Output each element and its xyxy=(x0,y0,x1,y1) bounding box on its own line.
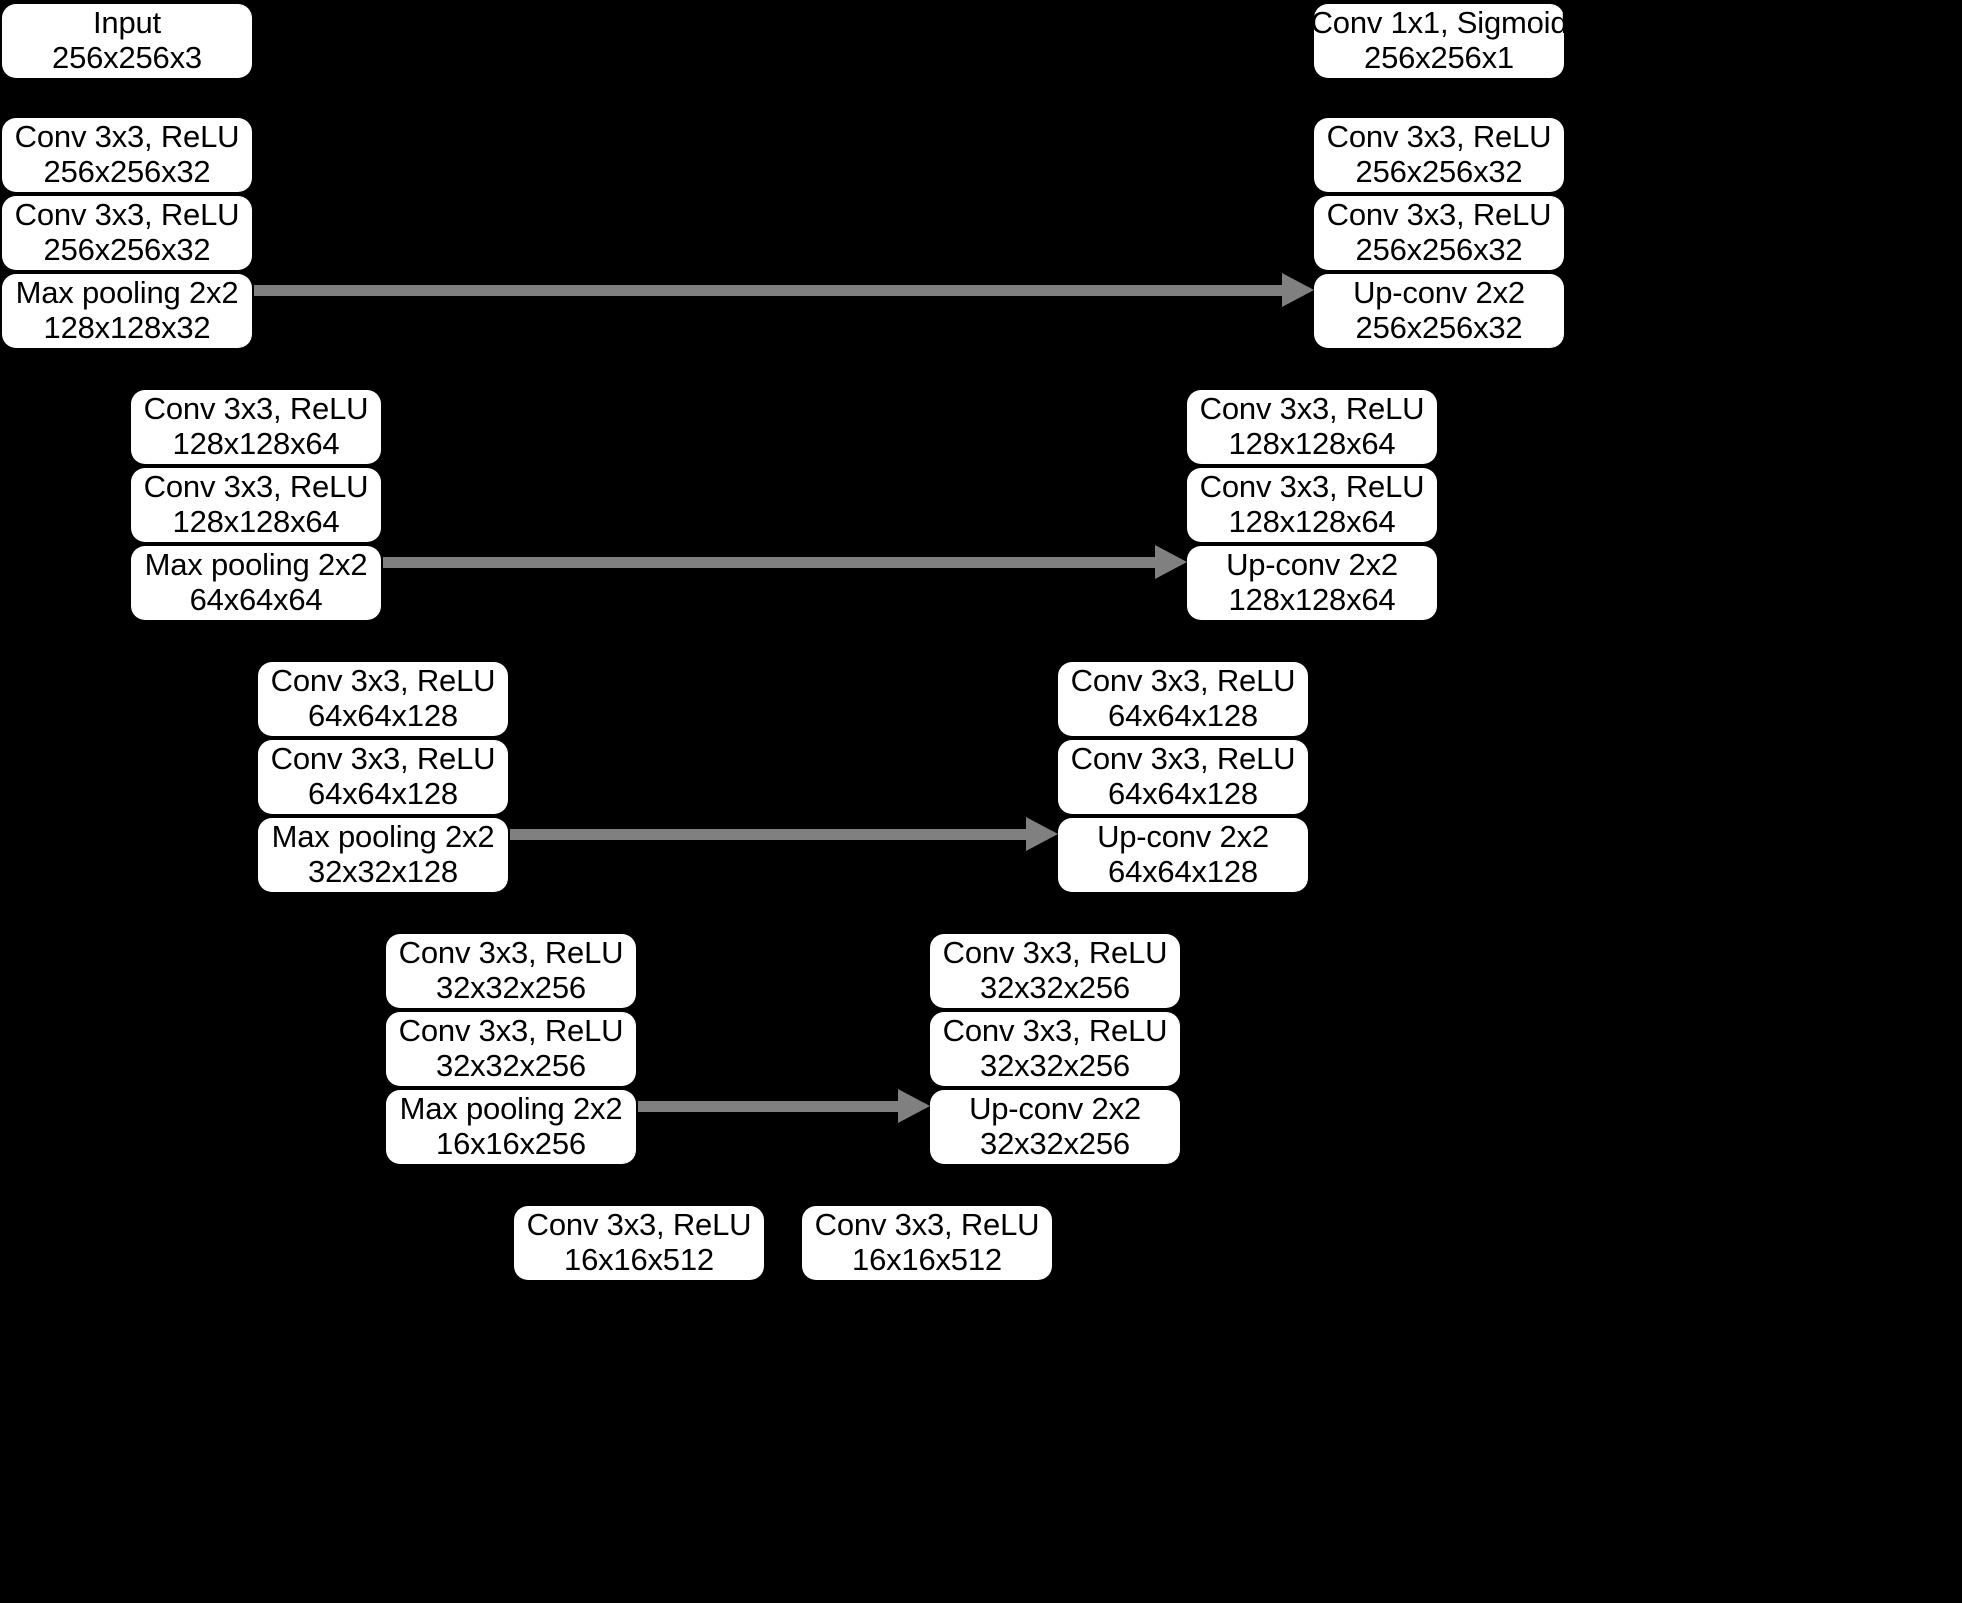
node-enc4-conv1-line2: 32x32x256 xyxy=(436,970,586,1005)
node-dec2-conv1[interactable]: Conv 3x3, ReLU 128x128x64 xyxy=(1187,390,1437,464)
node-dec2-upconv[interactable]: Up-conv 2x2 128x128x64 xyxy=(1187,546,1437,620)
node-enc1-conv2[interactable]: Conv 3x3, ReLU 256x256x32 xyxy=(2,196,252,270)
skip-arrow-level-4-shaft xyxy=(638,1101,898,1112)
node-enc2-pool-line1: Max pooling 2x2 xyxy=(144,547,368,583)
node-bottleneck-conv2-line1: Conv 3x3, ReLU xyxy=(814,1207,1040,1243)
node-enc3-pool[interactable]: Max pooling 2x2 32x32x128 xyxy=(258,818,508,892)
node-enc3-pool-line1: Max pooling 2x2 xyxy=(271,819,495,855)
node-dec3-conv1-line2: 64x64x128 xyxy=(1108,698,1258,733)
node-enc1-pool[interactable]: Max pooling 2x2 128x128x32 xyxy=(2,274,252,348)
node-enc4-conv1-line1: Conv 3x3, ReLU xyxy=(398,935,624,971)
node-dec4-conv2[interactable]: Conv 3x3, ReLU 32x32x256 xyxy=(930,1012,1180,1086)
node-enc1-conv1-line2: 256x256x32 xyxy=(43,154,211,189)
node-enc2-conv1-line2: 128x128x64 xyxy=(172,426,340,461)
node-dec4-conv1-line2: 32x32x256 xyxy=(980,970,1130,1005)
node-dec1-upconv[interactable]: Up-conv 2x2 256x256x32 xyxy=(1314,274,1564,348)
node-dec1-conv2-line2: 256x256x32 xyxy=(1355,232,1523,267)
node-input[interactable]: Input 256x256x3 xyxy=(2,4,252,78)
node-enc2-conv2-line2: 128x128x64 xyxy=(172,504,340,539)
node-bottleneck-conv2[interactable]: Conv 3x3, ReLU 16x16x512 xyxy=(802,1206,1052,1280)
node-enc1-conv2-line1: Conv 3x3, ReLU xyxy=(14,197,240,233)
node-dec2-conv1-line2: 128x128x64 xyxy=(1228,426,1396,461)
node-enc4-conv2[interactable]: Conv 3x3, ReLU 32x32x256 xyxy=(386,1012,636,1086)
node-enc1-pool-line2: 128x128x32 xyxy=(43,310,211,345)
node-enc4-conv2-line1: Conv 3x3, ReLU xyxy=(398,1013,624,1049)
skip-arrow-level-2-shaft xyxy=(383,557,1155,568)
node-input-line1: Input xyxy=(93,5,161,41)
node-dec3-upconv-line2: 64x64x128 xyxy=(1108,854,1258,889)
node-enc3-conv1[interactable]: Conv 3x3, ReLU 64x64x128 xyxy=(258,662,508,736)
node-dec2-upconv-line1: Up-conv 2x2 xyxy=(1226,547,1398,583)
node-enc2-conv2-line1: Conv 3x3, ReLU xyxy=(143,469,369,505)
node-dec2-conv2-line1: Conv 3x3, ReLU xyxy=(1199,469,1425,505)
node-dec4-conv1[interactable]: Conv 3x3, ReLU 32x32x256 xyxy=(930,934,1180,1008)
node-bottleneck-conv1[interactable]: Conv 3x3, ReLU 16x16x512 xyxy=(514,1206,764,1280)
node-enc4-conv2-line2: 32x32x256 xyxy=(436,1048,586,1083)
node-dec1-conv2[interactable]: Conv 3x3, ReLU 256x256x32 xyxy=(1314,196,1564,270)
node-dec3-conv2-line2: 64x64x128 xyxy=(1108,776,1258,811)
node-input-line2: 256x256x3 xyxy=(52,40,202,75)
node-enc3-conv2-line2: 64x64x128 xyxy=(308,776,458,811)
node-dec3-conv1-line1: Conv 3x3, ReLU xyxy=(1070,663,1296,699)
node-bottleneck-conv1-line2: 16x16x512 xyxy=(564,1242,714,1277)
node-enc3-conv2[interactable]: Conv 3x3, ReLU 64x64x128 xyxy=(258,740,508,814)
node-dec1-upconv-line1: Up-conv 2x2 xyxy=(1353,275,1525,311)
node-output-line1: Conv 1x1, Sigmoid xyxy=(1310,5,1568,41)
node-dec2-conv2[interactable]: Conv 3x3, ReLU 128x128x64 xyxy=(1187,468,1437,542)
skip-arrow-level-4-head xyxy=(898,1089,930,1123)
node-enc1-conv1-line1: Conv 3x3, ReLU xyxy=(14,119,240,155)
node-enc1-pool-line1: Max pooling 2x2 xyxy=(15,275,239,311)
node-dec1-upconv-line2: 256x256x32 xyxy=(1355,310,1523,345)
node-dec3-conv2[interactable]: Conv 3x3, ReLU 64x64x128 xyxy=(1058,740,1308,814)
node-enc2-pool[interactable]: Max pooling 2x2 64x64x64 xyxy=(131,546,381,620)
node-dec4-upconv[interactable]: Up-conv 2x2 32x32x256 xyxy=(930,1090,1180,1164)
node-dec3-conv2-line1: Conv 3x3, ReLU xyxy=(1070,741,1296,777)
skip-arrow-level-1-head xyxy=(1282,273,1314,307)
node-enc2-pool-line2: 64x64x64 xyxy=(189,582,323,617)
node-enc3-conv2-line1: Conv 3x3, ReLU xyxy=(270,741,496,777)
node-dec4-conv1-line1: Conv 3x3, ReLU xyxy=(942,935,1168,971)
node-dec2-conv1-line1: Conv 3x3, ReLU xyxy=(1199,391,1425,427)
node-enc4-conv1[interactable]: Conv 3x3, ReLU 32x32x256 xyxy=(386,934,636,1008)
node-enc4-pool-line2: 16x16x256 xyxy=(436,1126,586,1161)
node-enc3-conv1-line1: Conv 3x3, ReLU xyxy=(270,663,496,699)
skip-arrow-level-1-shaft xyxy=(254,285,1282,296)
node-dec3-upconv[interactable]: Up-conv 2x2 64x64x128 xyxy=(1058,818,1308,892)
node-enc3-conv1-line2: 64x64x128 xyxy=(308,698,458,733)
node-dec3-upconv-line1: Up-conv 2x2 xyxy=(1097,819,1269,855)
node-dec1-conv1-line1: Conv 3x3, ReLU xyxy=(1326,119,1552,155)
node-enc2-conv1-line1: Conv 3x3, ReLU xyxy=(143,391,369,427)
node-enc3-pool-line2: 32x32x128 xyxy=(308,854,458,889)
node-enc1-conv1[interactable]: Conv 3x3, ReLU 256x256x32 xyxy=(2,118,252,192)
node-dec4-conv2-line2: 32x32x256 xyxy=(980,1048,1130,1083)
node-enc2-conv1[interactable]: Conv 3x3, ReLU 128x128x64 xyxy=(131,390,381,464)
node-bottleneck-conv2-line2: 16x16x512 xyxy=(852,1242,1002,1277)
node-enc2-conv2[interactable]: Conv 3x3, ReLU 128x128x64 xyxy=(131,468,381,542)
node-dec1-conv1-line2: 256x256x32 xyxy=(1355,154,1523,189)
node-bottleneck-conv1-line1: Conv 3x3, ReLU xyxy=(526,1207,752,1243)
node-dec2-upconv-line2: 128x128x64 xyxy=(1228,582,1396,617)
node-dec1-conv1[interactable]: Conv 3x3, ReLU 256x256x32 xyxy=(1314,118,1564,192)
node-dec1-conv2-line1: Conv 3x3, ReLU xyxy=(1326,197,1552,233)
node-dec4-upconv-line1: Up-conv 2x2 xyxy=(969,1091,1141,1127)
node-dec4-conv2-line1: Conv 3x3, ReLU xyxy=(942,1013,1168,1049)
node-dec4-upconv-line2: 32x32x256 xyxy=(980,1126,1130,1161)
node-output-line2: 256x256x1 xyxy=(1364,40,1514,75)
skip-arrow-level-2-head xyxy=(1155,545,1187,579)
skip-arrow-level-3-head xyxy=(1026,817,1058,851)
node-dec2-conv2-line2: 128x128x64 xyxy=(1228,504,1396,539)
node-dec3-conv1[interactable]: Conv 3x3, ReLU 64x64x128 xyxy=(1058,662,1308,736)
node-enc1-conv2-line2: 256x256x32 xyxy=(43,232,211,267)
node-enc4-pool-line1: Max pooling 2x2 xyxy=(399,1091,623,1127)
node-enc4-pool[interactable]: Max pooling 2x2 16x16x256 xyxy=(386,1090,636,1164)
skip-arrow-level-3-shaft xyxy=(510,829,1026,840)
node-output[interactable]: Conv 1x1, Sigmoid 256x256x1 xyxy=(1311,4,1568,78)
